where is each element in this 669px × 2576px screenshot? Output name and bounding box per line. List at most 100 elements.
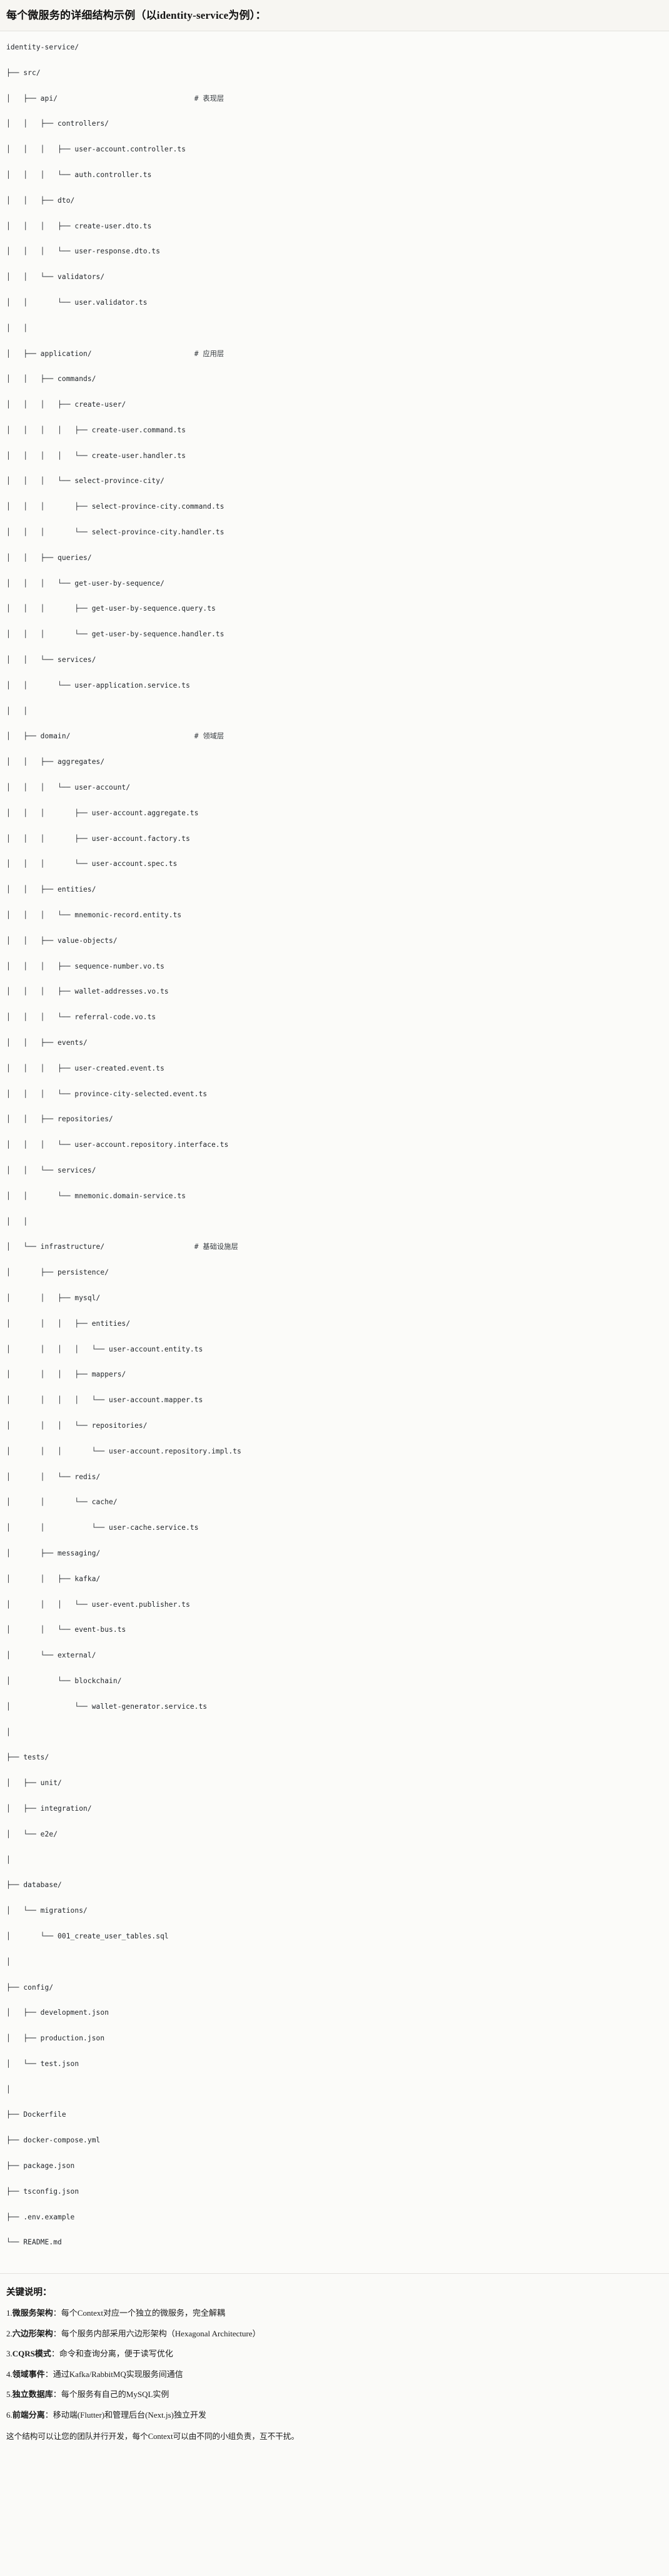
tree-row: │ │ ├── kafka/ [6,1573,663,1586]
tree-row-label: │ │ └── validators/ [6,273,105,282]
directory-tree: identity-service/ ├── src/ │ ├── api/ # … [6,41,663,2262]
tree-row-label: │ └── 001_create_user_tables.sql [6,1932,169,1940]
key-point-item: 4.领域事件：通过Kafka/RabbitMQ实现服务间通信 [6,2368,663,2381]
tree-row-label: │ │ ├── entities/ [6,885,96,894]
tree-row: │ │ │ ├── user-created.event.ts [6,1062,663,1075]
tree-row-label: │ │ ├── commands/ [6,375,96,384]
key-point-number: 4. [6,2369,13,2379]
tree-row: │ └── migrations/ [6,1905,663,1917]
tree-row: │ │ │ ├── create-user.dto.ts [6,220,663,233]
tree-row: │ │ │ └── user-account/ [6,781,663,794]
tree-row: │ │ │ └── mnemonic-record.entity.ts [6,909,663,922]
key-point-description: 通过Kafka/RabbitMQ实现服务间通信 [53,2369,183,2379]
key-point-item: 3.CQRS模式：命令和查询分离，便于读写优化 [6,2348,663,2360]
tree-row-label: │ │ │ ├── user-account.aggregate.ts [6,808,199,817]
tree-row-label: │ └── test.json [6,2059,79,2068]
tree-row-label: │ [6,1728,11,1736]
key-point-separator: ： [53,2328,61,2338]
tree-row: │ │ ├── commands/ [6,373,663,385]
tree-row-label: │ │ └── cache/ [6,1498,118,1507]
tree-row: │ │ ├── mysql/ [6,1292,663,1305]
tree-row: │ │ │ │ └── create-user.handler.ts [6,450,663,462]
tree-row-spacer [92,350,194,358]
key-point-item: 6.前端分离：移动端(Flutter)和管理后台(Next.js)独立开发 [6,2409,663,2421]
tree-row: │ │ │ └── repositories/ [6,1420,663,1432]
key-points-footer: 这个结构可以让您的团队并行开发，每个Context可以由不同的小组负责，互不干扰… [6,2432,299,2441]
tree-row: │ │ ├── queries/ [6,552,663,564]
tree-row-label: │ │ │ ├── create-user.dto.ts [6,221,152,230]
tree-row-label: │ │ └── mnemonic.domain-service.ts [6,1191,186,1200]
tree-row-label: │ │ [6,1217,28,1226]
tree-row: │ │ │ └── auth.controller.ts [6,169,663,181]
tree-row: ├── src/ [6,67,663,79]
tree-row: │ │ └── cache/ [6,1496,663,1509]
tree-row: │ └── 001_create_user_tables.sql [6,1930,663,1943]
tree-row: │ │ └── services/ [6,654,663,666]
tree-row-label: │ │ └── services/ [6,1166,96,1174]
tree-row: │ [6,2084,663,2096]
key-point-separator: ： [44,2410,53,2420]
tree-row: │ │ ├── repositories/ [6,1113,663,1126]
tree-row-label: │ │ │ └── user-account.spec.ts [6,860,178,868]
tree-row: ├── Dockerfile [6,2109,663,2121]
tree-row-label: │ └── e2e/ [6,1830,58,1838]
key-point-item: 1.微服务架构：每个Context对应一个独立的微服务，完全解耦 [6,2307,663,2319]
key-point-term: 领域事件 [12,2369,45,2379]
tree-row: │ │ ├── dto/ [6,195,663,207]
tree-row: │ │ │ └── user-account.repository.interf… [6,1139,663,1151]
key-point-term: CQRS模式 [12,2349,51,2359]
tree-row-label: │ [6,1957,11,1966]
tree-row-label: │ ├── integration/ [6,1804,92,1813]
tree-row: │ └── infrastructure/ # 基础设施层 [6,1241,663,1253]
tree-row: │ │ │ │ ├── create-user.command.ts [6,424,663,437]
tree-row-label: │ │ │ ├── user-account.factory.ts [6,834,190,843]
tree-row-label: │ │ │ │ ├── create-user.command.ts [6,425,186,434]
tree-row: │ │ │ └── user-event.publisher.ts [6,1599,663,1611]
tree-row-label: │ [6,2085,11,2094]
tree-row-label: │ └── blockchain/ [6,1676,122,1685]
tree-row-label: └── README.md [6,2238,62,2247]
tree-row: │ │ [6,1216,663,1228]
tree-row-label: │ │ ├── aggregates/ [6,758,105,766]
tree-row: │ │ └── event-bus.ts [6,1624,663,1636]
tree-row: │ ├── unit/ [6,1777,663,1789]
tree-row-label: │ │ │ │ └── user-account.entity.ts [6,1345,203,1353]
tree-row: │ ├── integration/ [6,1803,663,1815]
tree-row-label: │ └── migrations/ [6,1907,88,1915]
tree-row-label: │ │ │ └── get-user-by-sequence.handler.t… [6,630,224,639]
tree-row-label: │ └── wallet-generator.service.ts [6,1702,208,1711]
tree-row: │ │ │ ├── user-account.controller.ts [6,143,663,156]
tree-row: │ └── external/ [6,1649,663,1662]
tree-row-label: │ │ ├── repositories/ [6,1115,113,1124]
tree-row-label: │ │ │ ├── user-account.controller.ts [6,145,186,154]
tree-row: │ ├── messaging/ [6,1547,663,1560]
tree-row-label: │ │ ├── controllers/ [6,120,109,128]
tree-row-label: │ ├── messaging/ [6,1549,101,1557]
tree-row: │ └── blockchain/ [6,1675,663,1688]
tree-row-label: │ │ ├── value-objects/ [6,936,118,945]
tree-row: │ │ └── redis/ [6,1471,663,1484]
tree-row-label: │ │ │ └── repositories/ [6,1421,148,1430]
key-point-separator: ： [53,2308,61,2318]
tree-row-label: │ │ │ └── mnemonic-record.entity.ts [6,911,182,920]
tree-row-label: │ │ │ ├── get-user-by-sequence.query.ts [6,604,216,613]
tree-row-label: │ │ │ └── province-city-selected.event.t… [6,1089,208,1098]
tree-row-comment: # 应用层 [194,349,224,358]
tree-row-label: │ │ ├── dto/ [6,196,75,205]
tree-row-label: │ │ │ └── select-province-city/ [6,477,164,486]
key-point-item: 5.独立数据库：每个服务有自己的MySQL实例 [6,2388,663,2401]
tree-row: │ └── wallet-generator.service.ts [6,1701,663,1713]
key-point-number: 3. [6,2349,13,2359]
tree-row-label: ├── docker-compose.yml [6,2136,101,2145]
tree-row: │ │ │ └── get-user-by-sequence.handler.t… [6,628,663,641]
tree-row-label: │ │ │ ├── mappers/ [6,1370,126,1379]
tree-row-label: │ │ ├── events/ [6,1039,88,1047]
key-point-description: 每个服务内部采用六边形架构（Hexagonal Architecture） [61,2328,261,2338]
tree-row-label: identity-service/ [6,43,79,51]
tree-row: ├── .env.example [6,2211,663,2224]
tree-row: │ │ │ └── referral-code.vo.ts [6,1011,663,1024]
tree-row-label: │ │ │ └── get-user-by-sequence/ [6,579,164,588]
tree-row-comment: # 基础设施层 [194,1243,238,1251]
tree-row-label: ├── src/ [6,68,41,77]
tree-row: │ │ └── user.validator.ts [6,297,663,309]
